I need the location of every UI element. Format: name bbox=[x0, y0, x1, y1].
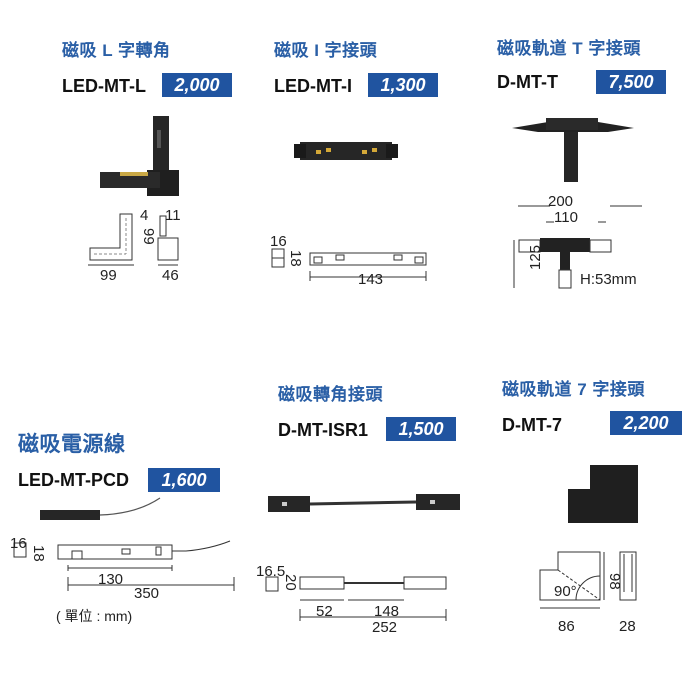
dimension-drawing-t-connector bbox=[513, 205, 642, 289]
dimension-label: 52 bbox=[316, 603, 333, 620]
dimension-label: 16 bbox=[10, 535, 27, 552]
price-badge: 1,500 bbox=[386, 417, 456, 441]
dimension-label: 18 bbox=[287, 250, 304, 267]
product-model: LED-MT-I bbox=[274, 76, 352, 96]
dimension-label: 16 bbox=[270, 233, 287, 250]
dimension-label: 18 bbox=[30, 545, 47, 562]
product-photo-l-corner bbox=[100, 116, 179, 196]
price-badge: 2,000 bbox=[162, 73, 232, 97]
dimension-label: 4 bbox=[140, 207, 149, 224]
product-title: 磁吸 I 字接頭 bbox=[274, 41, 378, 60]
price-badge: 7,500 bbox=[596, 70, 666, 94]
dimension-drawing-i-connector bbox=[271, 248, 427, 281]
product-model: LED-MT-L bbox=[62, 76, 146, 96]
price-badge: 2,200 bbox=[610, 411, 682, 435]
dimension-label: 148 bbox=[374, 603, 400, 620]
dimension-label: 98 bbox=[606, 573, 623, 590]
product-card-power-cable: 磁吸電源線 LED-MT-PCD 1,600 16 18 130 350 ( 單… bbox=[0, 380, 240, 640]
product-photo-7-connector bbox=[568, 465, 638, 523]
product-title: 磁吸電源線 bbox=[18, 433, 126, 456]
dimension-label: 11 bbox=[165, 207, 181, 224]
product-model: D-MT-ISR1 bbox=[278, 420, 368, 440]
dimension-label: 90° bbox=[554, 583, 577, 600]
dimension-label: 110 bbox=[554, 209, 578, 226]
product-card-i-connector: 磁吸 I 字接頭 LED-MT-I 1,300 16 18 143 bbox=[240, 0, 470, 300]
dimension-drawing-power-cable bbox=[13, 540, 235, 591]
dimension-drawing-7-connector bbox=[539, 551, 637, 609]
dimension-label: 130 bbox=[98, 571, 124, 588]
product-photo-i-connector bbox=[294, 142, 398, 160]
product-photo-t-connector bbox=[512, 118, 634, 182]
product-model: D-MT-T bbox=[497, 72, 558, 92]
dimension-label: 28 bbox=[619, 618, 636, 635]
dimension-drawing-corner-joint bbox=[265, 576, 447, 621]
price-badge: 1,600 bbox=[148, 468, 220, 492]
dimension-label: 46 bbox=[162, 267, 179, 284]
product-photo-corner-joint bbox=[268, 494, 460, 512]
dimension-label: 200 bbox=[548, 193, 574, 210]
product-card-corner-joint: 磁吸轉角接頭 D-MT-ISR1 1,500 16.5 20 52 148 25… bbox=[240, 370, 480, 640]
product-photo-power-cable bbox=[40, 497, 161, 520]
product-title: 磁吸轉角接頭 bbox=[278, 385, 383, 404]
dimension-label: 20 bbox=[282, 574, 299, 591]
dimension-drawing-l-corner bbox=[88, 213, 179, 266]
product-title: 磁吸軌道 T 字接頭 bbox=[497, 39, 641, 58]
dimension-label: 99 bbox=[100, 267, 117, 284]
dimension-label: 16.5 bbox=[256, 563, 286, 580]
price-badge: 1,300 bbox=[368, 73, 438, 97]
dimension-label: 99 bbox=[140, 228, 157, 245]
product-card-t-connector: 磁吸軌道 T 字接頭 D-MT-T 7,500 200 110 125 H:53… bbox=[470, 0, 700, 300]
dimension-label: 350 bbox=[134, 585, 160, 602]
product-model: LED-MT-PCD bbox=[18, 470, 129, 490]
dimension-label: 125 bbox=[527, 244, 544, 270]
unit-note: ( 單位 : mm) bbox=[56, 608, 133, 624]
dimension-label: 252 bbox=[372, 619, 398, 636]
product-title: 磁吸 L 字轉角 bbox=[62, 41, 171, 60]
product-card-l-corner: 磁吸 L 字轉角 LED-MT-L 2,000 4 11 99 99 46 bbox=[0, 0, 240, 300]
product-model: D-MT-7 bbox=[502, 415, 562, 435]
product-card-7-connector: 磁吸軌道 7 字接頭 D-MT-7 2,200 90° 98 86 28 bbox=[480, 365, 700, 640]
product-title: 磁吸軌道 7 字接頭 bbox=[502, 380, 645, 399]
dimension-label: 86 bbox=[558, 618, 575, 635]
dimension-label: 143 bbox=[358, 271, 384, 288]
dimension-label: H:53mm bbox=[580, 271, 637, 288]
